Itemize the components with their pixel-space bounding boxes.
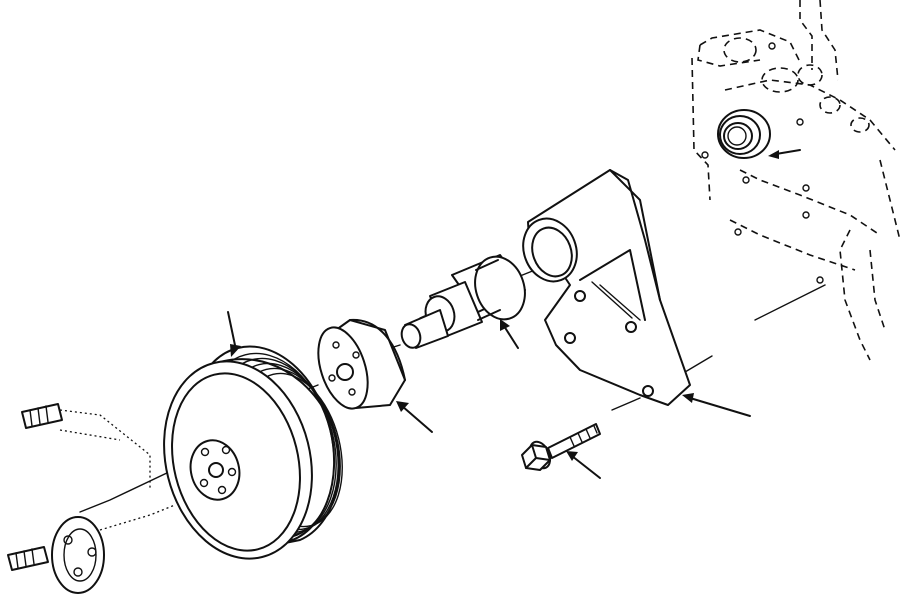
callout-arrow-shaft (500, 319, 519, 349)
callout-arrow-spacer (396, 401, 433, 433)
callout-arrows (227, 149, 801, 479)
pulley-spacer-icon (317, 318, 406, 410)
flange-bolt-icon (521, 423, 601, 471)
support-bracket-icon (522, 169, 691, 406)
idler-shaft-icon (400, 254, 526, 349)
callout-arrow-bracket (682, 393, 751, 417)
callout-arrow-seal (768, 149, 801, 159)
callout-arrow-pulley (227, 311, 241, 357)
crankshaft-pulley-icon (163, 345, 343, 560)
reference-hardware (7, 403, 176, 594)
engine-block (691, 0, 900, 361)
callout-arrow-bolt (566, 451, 601, 479)
shaft-seal-icon (717, 109, 771, 159)
